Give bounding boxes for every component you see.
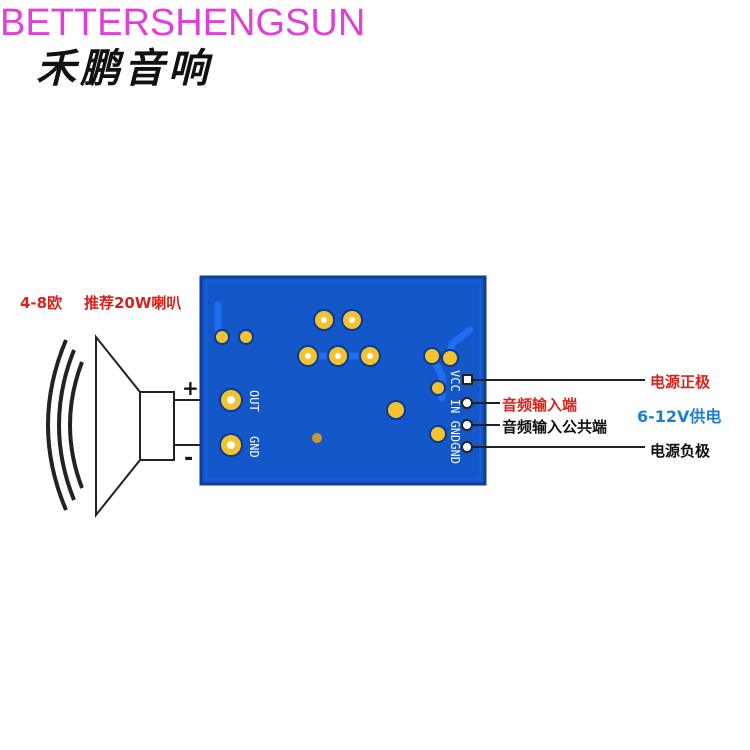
pad-holes [227,317,373,449]
board-pin-header-label: VCC IN GNDGND [448,370,462,464]
brand-logo-cn: 禾鹏音响 [36,45,212,92]
supply-voltage-label: 6-12V供电 [637,407,722,426]
power-negative-label: 电源负极 [650,442,711,460]
pcb-pads [214,309,459,457]
plus-sign: + [182,376,199,400]
vcc-label: 电源正极 [650,373,711,391]
minus-sign: - [184,446,194,471]
speaker-impedance-label: 4-8欧 [20,294,63,312]
audio-in-label: 音频输入端 [502,396,578,414]
board-out-label: OUT [247,390,261,412]
speaker-icon [95,334,175,518]
audio-common-label: 音频输入公共端 [502,418,608,436]
pcb-board [199,275,487,486]
sound-waves [46,339,84,511]
brand-name: BETTERSHENGSUN [0,2,366,44]
board-gnd-label: GND [247,436,261,458]
speaker-recommend-label: 推荐20W喇叭 [84,294,182,312]
pin-leaders [472,379,645,448]
